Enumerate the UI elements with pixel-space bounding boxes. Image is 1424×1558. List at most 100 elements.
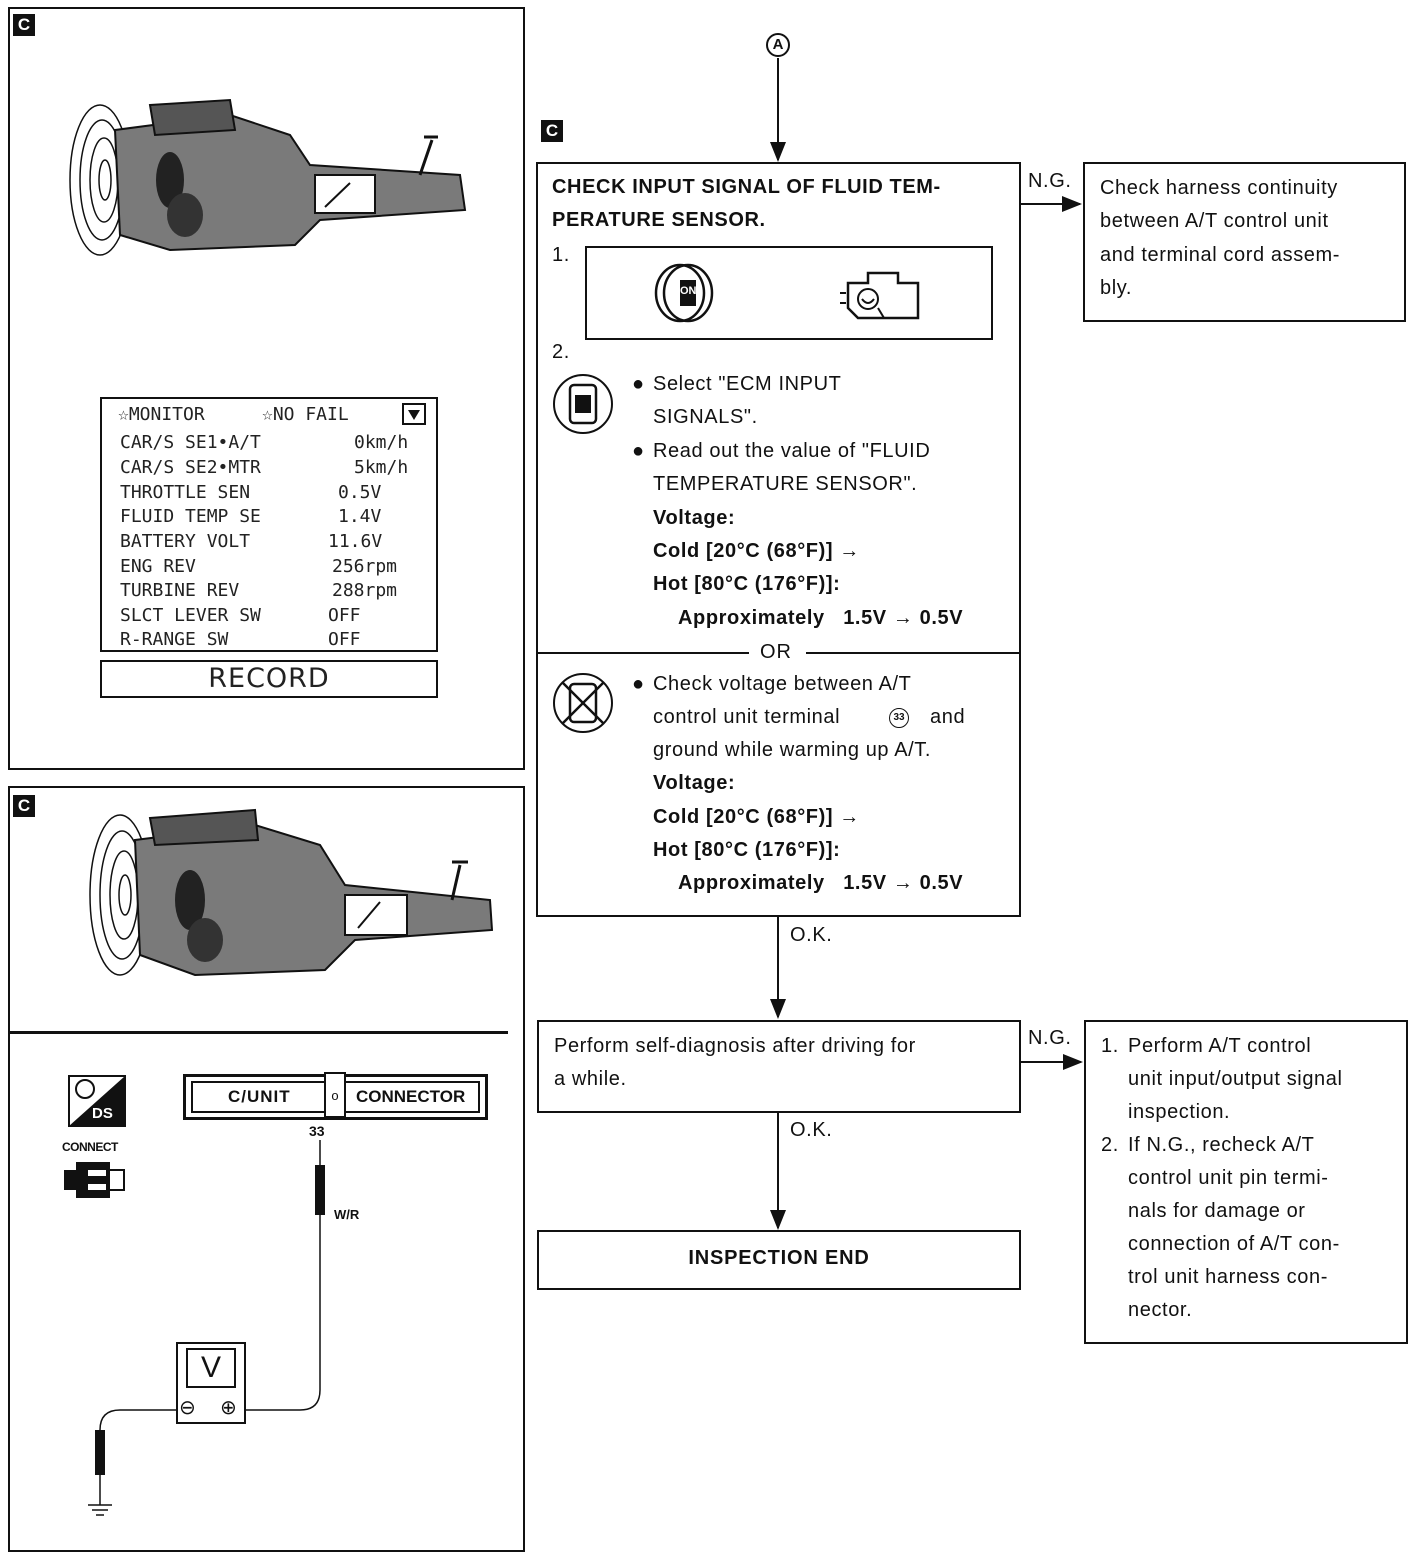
- bullet2-dot: ●: [632, 440, 645, 462]
- check-title-line1: CHECK INPUT SIGNAL OF FLUID TEM-: [552, 176, 941, 198]
- monitor-row-name: CAR/S SE2•MTR: [120, 457, 261, 478]
- monitor-row-value: 11.6V: [328, 531, 383, 552]
- monitor-row-name: THROTTLE SEN: [120, 482, 251, 503]
- bullet2-line1: Read out the value of "FLUID: [653, 440, 931, 462]
- inspection-item2-num: 2.: [1101, 1134, 1119, 1156]
- harness-line: and terminal cord assem-: [1100, 244, 1341, 266]
- inspection-end-label: INSPECTION END: [688, 1247, 870, 1269]
- inspection-item1-line: inspection.: [1128, 1101, 1231, 1123]
- selfdiag-line: a while.: [554, 1068, 627, 1090]
- wiring-lines: [88, 1140, 325, 1516]
- ignition-on-label: ON: [680, 285, 697, 297]
- cold-value-2: Cold [20°C (68°F)] →: [653, 806, 860, 828]
- inspection-item1-line: Perform A/T control: [1128, 1035, 1312, 1057]
- harness-line: Check harness continuity: [1100, 177, 1338, 199]
- inspection-item2-line: control unit pin termi-: [1128, 1167, 1329, 1189]
- monitor-row-name: BATTERY VOLT: [120, 531, 251, 552]
- step2-label: 2.: [552, 341, 570, 363]
- monitor-header-right: ☆NO FAIL: [262, 404, 349, 425]
- voltage-label: Voltage:: [653, 507, 736, 529]
- voltmeter-display: V: [186, 1348, 236, 1388]
- bullet3-dot: ●: [632, 673, 645, 695]
- inspection-item2-line: nals for damage or: [1128, 1200, 1306, 1222]
- hot-value-2: Hot [80°C (176°F)]:: [653, 839, 841, 861]
- diagnostic-tool-icon: DS: [68, 1075, 126, 1127]
- or-divider-right: [806, 652, 1020, 654]
- monitor-row-value: OFF: [328, 605, 361, 626]
- ignition-on-box: [585, 246, 993, 340]
- self-diagnosis-box: [537, 1020, 1021, 1113]
- terminal-33-circle: 33: [889, 708, 909, 728]
- monitor-screen: [100, 397, 438, 652]
- monitor-row-value: 0km/h: [354, 432, 409, 453]
- connector-right-label: CONNECTOR: [356, 1087, 466, 1106]
- monitor-row-value: OFF: [328, 629, 361, 650]
- voltage-label-2: Voltage:: [653, 772, 736, 794]
- monitor-row-value: 1.4V: [338, 506, 382, 527]
- no-tester-icon: [553, 673, 613, 733]
- scroll-down-icon[interactable]: [402, 403, 426, 425]
- bullet3-line1: Check voltage between A/T: [653, 673, 912, 695]
- inspection-steps-box: [1084, 1020, 1408, 1344]
- transmission-illustration: [89, 808, 494, 977]
- bullet2-line2: TEMPERATURE SENSOR".: [653, 473, 918, 495]
- connector-a-circle: A: [766, 33, 790, 57]
- panel-divider: [8, 1031, 508, 1034]
- bullet1-line2: SIGNALS".: [653, 406, 758, 428]
- harness-line: between A/T control unit: [1100, 210, 1329, 232]
- ok-label-1: O.K.: [790, 924, 833, 946]
- monitor-row-name: TURBINE REV: [120, 580, 240, 601]
- ng-label-1: N.G.: [1028, 170, 1072, 192]
- monitor-row-value: 256rpm: [332, 556, 398, 577]
- consult-tester-icon: [553, 374, 613, 434]
- check-harness-box: [1083, 162, 1406, 322]
- bullet3-line3: ground while warming up A/T.: [653, 739, 932, 761]
- or-divider-left: [537, 652, 749, 654]
- bullet1-line1: Select "ECM INPUT: [653, 373, 842, 395]
- harness-line: bly.: [1100, 277, 1133, 299]
- monitor-row-value: 5km/h: [354, 457, 409, 478]
- approx-value-2: Approximately 1.5V → 0.5V: [678, 872, 964, 894]
- ok-label-2: O.K.: [790, 1119, 833, 1141]
- minus-terminal: ⊖: [179, 1397, 196, 1419]
- flow-c-label: C: [541, 120, 563, 142]
- hot-value: Hot [80°C (176°F)]:: [653, 573, 841, 595]
- or-label: OR: [760, 641, 792, 663]
- pin-number: 33: [309, 1123, 325, 1139]
- panel-c-label: C: [13, 14, 35, 36]
- step1-label: 1.: [552, 244, 570, 266]
- panel-c-label: C: [13, 795, 35, 817]
- monitor-row-value: 0.5V: [338, 482, 382, 503]
- transmission-illustration: [69, 98, 467, 256]
- inspection-item1-line: unit input/output signal: [1128, 1068, 1343, 1090]
- inspection-item1-num: 1.: [1101, 1035, 1119, 1057]
- monitor-row-name: R-RANGE SW: [120, 629, 229, 650]
- bullet3-line2b: and: [930, 706, 966, 728]
- connect-label: CONNECT: [62, 1140, 118, 1154]
- monitor-row-name: SLCT LEVER SW: [120, 605, 261, 626]
- bullet3-line2a: control unit terminal: [653, 706, 841, 728]
- monitor-row-name: FLUID TEMP SE: [120, 506, 261, 527]
- inspection-end-box: INSPECTION END: [537, 1230, 1021, 1290]
- connector-left-label: C/UNIT: [228, 1087, 291, 1106]
- selfdiag-line: Perform self-diagnosis after driving for: [554, 1035, 916, 1057]
- monitor-header-left: ☆MONITOR: [118, 404, 205, 425]
- record-button-label: RECORD: [208, 663, 330, 694]
- monitor-row-value: 288rpm: [332, 580, 398, 601]
- bullet1-dot: ●: [632, 373, 645, 395]
- connector-latch: o: [324, 1072, 346, 1118]
- engine-running-icon: [840, 271, 920, 320]
- wire-color-label: W/R: [334, 1207, 360, 1222]
- record-button[interactable]: RECORD: [100, 660, 438, 698]
- inspection-item2-line: If N.G., recheck A/T: [1128, 1134, 1315, 1156]
- inspection-item2-line: connection of A/T con-: [1128, 1233, 1340, 1255]
- check-title-line2: PERATURE SENSOR.: [552, 209, 766, 231]
- inspection-item2-line: nector.: [1128, 1299, 1193, 1321]
- connect-plug-icon: [64, 1162, 125, 1198]
- cold-value: Cold [20°C (68°F)] →: [653, 540, 860, 562]
- inspection-item2-line: trol unit harness con-: [1128, 1266, 1328, 1288]
- approx-value: Approximately 1.5V → 0.5V: [678, 607, 964, 629]
- plus-terminal: ⊕: [220, 1397, 237, 1419]
- ng-label-2: N.G.: [1028, 1027, 1072, 1049]
